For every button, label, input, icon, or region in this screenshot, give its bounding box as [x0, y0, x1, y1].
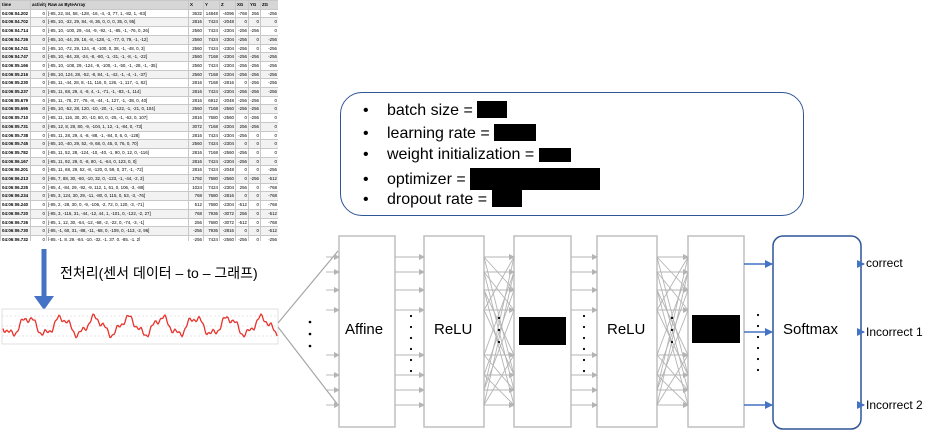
relu-1-label: ReLU: [434, 321, 473, 338]
output-correct: correct: [866, 256, 903, 270]
redacted-value: [538, 148, 571, 162]
relu-2-label: ReLU: [607, 321, 646, 338]
table-cell: -256: [260, 235, 278, 241]
redacted-value: [470, 168, 601, 190]
connection-line: [483, 256, 515, 391]
input-fan-lines: [277, 250, 339, 406]
output-incorrect-2: Incorrect 2: [866, 398, 923, 412]
hidden-dots: [582, 314, 586, 373]
input-ellipsis: [308, 320, 312, 348]
connection-line: [656, 271, 689, 391]
softmax-input-arrows: [744, 260, 773, 409]
connection-line: [656, 354, 689, 406]
redacted-value: [477, 101, 508, 118]
connection-line: [656, 256, 689, 311]
connection-line: [483, 256, 515, 291]
pre-output-dots: [756, 313, 760, 372]
connection-line: [483, 354, 515, 406]
relu1-dots: [497, 316, 501, 344]
redacted-value: [494, 124, 537, 141]
redacted-layer-2: [692, 315, 740, 343]
connection-line: [483, 256, 515, 376]
connection-line: [656, 271, 689, 356]
param-learning-rate: • learning rate =: [363, 124, 537, 143]
param-batch-size: • batch size =: [363, 101, 508, 120]
bullet: •: [363, 191, 369, 208]
signal-frame: [1, 308, 279, 345]
param-label: weight initialization =: [387, 146, 535, 163]
affine-dots: [409, 314, 413, 373]
bullet: •: [363, 125, 369, 142]
param-label: batch size =: [387, 102, 473, 119]
param-optimizer: • optimizer =: [363, 168, 601, 190]
connection-line: [656, 271, 689, 406]
connection-line: [656, 309, 689, 391]
bullet: •: [363, 146, 369, 163]
connection-line: [656, 289, 689, 406]
connection-line: [656, 256, 689, 291]
connection-line: [483, 271, 515, 406]
connection-line: [656, 289, 689, 376]
affine-layer-box: [338, 235, 396, 428]
preprocess-down-arrow: [34, 249, 54, 310]
param-dropout-rate: • dropout rate =: [363, 190, 522, 209]
connection-line: [483, 289, 515, 376]
bullet: •: [363, 171, 369, 188]
param-weight-init: • weight initialization =: [363, 146, 571, 164]
preprocessing-caption: 전처리(센서 데이터 – to – 그래프): [60, 265, 258, 281]
relu2-dots: [670, 316, 674, 344]
affine-label: Affine: [345, 321, 384, 338]
softmax-output-arrows: [857, 260, 865, 409]
signal-waveform: [2, 312, 278, 339]
layer-connections: [326, 254, 689, 408]
hyperparameter-box: • batch size = • learning rate = • weight i…: [340, 92, 804, 216]
softmax-label: Softmax: [783, 321, 839, 338]
connection-line: [483, 289, 515, 406]
bullet: •: [363, 102, 369, 119]
redacted-value: [491, 190, 522, 207]
connection-line: [656, 256, 689, 391]
param-label: optimizer =: [387, 171, 466, 188]
connection-line: [483, 271, 515, 356]
relu-layer-1-box: [423, 235, 485, 428]
output-incorrect-1: Incorrect 1: [866, 325, 923, 339]
connection-line: [483, 256, 515, 311]
connection-line: [656, 256, 689, 376]
param-label: dropout rate =: [387, 191, 488, 208]
relu-layer-2-box: [596, 235, 658, 428]
redacted-layer-1: [519, 317, 566, 345]
sensor-signal-plot: [1, 308, 279, 345]
connection-line: [483, 309, 515, 391]
param-label: learning rate =: [387, 125, 490, 142]
